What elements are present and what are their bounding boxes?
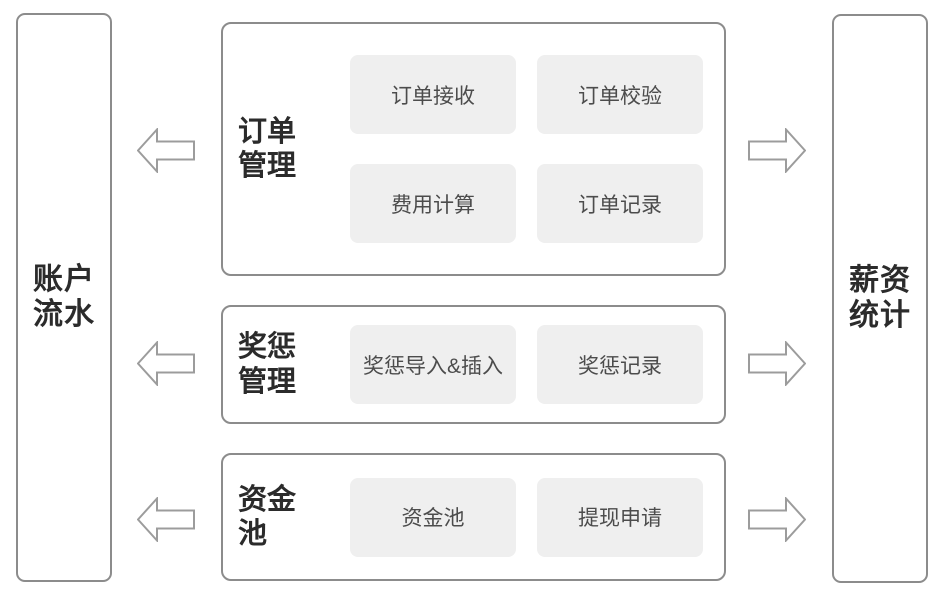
module-chip-withdraw-request: 提现申请 bbox=[537, 477, 703, 557]
group-order-management: 订单 管理 订单接收 订单校验 费用计算 订单记录 bbox=[221, 22, 726, 276]
module-chip-order-receive: 订单接收 bbox=[350, 55, 516, 134]
account-flow-panel: 账户 流水 bbox=[16, 13, 112, 582]
salary-stats-panel: 薪资 统计 bbox=[832, 14, 928, 583]
account-flow-line-1: 账户 bbox=[33, 263, 95, 296]
group-title-line-2: 管理 bbox=[238, 150, 297, 182]
group-title-line-2: 池 bbox=[238, 518, 268, 550]
module-chip-fee-calc: 费用计算 bbox=[350, 164, 516, 243]
module-chip-reward-record: 奖惩记录 bbox=[537, 325, 703, 404]
group-title-line-2: 管理 bbox=[238, 365, 297, 398]
group-title-line-1: 资金 bbox=[238, 483, 297, 516]
group-reward-punishment-title: 奖惩 管理 bbox=[223, 330, 350, 398]
salary-stats-line-2: 统计 bbox=[849, 298, 911, 332]
right-arrow-icon bbox=[748, 341, 806, 386]
module-chip-order-record: 订单记录 bbox=[537, 164, 703, 243]
salary-stats-line-1: 薪资 bbox=[849, 264, 911, 297]
module-chip-reward-import: 奖惩导入&插入 bbox=[350, 325, 516, 404]
account-flow-label: 账户 流水 bbox=[33, 263, 95, 332]
left-arrow-icon bbox=[137, 128, 195, 173]
group-title-line-1: 奖惩 bbox=[238, 331, 297, 364]
salary-stats-label: 薪资 统计 bbox=[849, 264, 911, 333]
left-arrow-icon bbox=[137, 497, 195, 542]
module-chip-order-verify: 订单校验 bbox=[537, 55, 703, 134]
group-fund-pool-items: 资金池 提现申请 bbox=[350, 477, 705, 557]
group-reward-punishment-items: 奖惩导入&插入 奖惩记录 bbox=[350, 325, 705, 404]
account-flow-line-2: 流水 bbox=[33, 297, 95, 331]
group-fund-pool: 资金 池 资金池 提现申请 bbox=[221, 453, 726, 581]
group-order-management-title: 订单 管理 bbox=[223, 115, 350, 183]
left-arrow-icon bbox=[137, 341, 195, 386]
right-arrow-icon bbox=[748, 128, 806, 173]
right-arrow-icon bbox=[748, 497, 806, 542]
module-chip-fund-pool: 资金池 bbox=[350, 477, 516, 557]
group-fund-pool-title: 资金 池 bbox=[223, 483, 350, 551]
group-reward-punishment: 奖惩 管理 奖惩导入&插入 奖惩记录 bbox=[221, 305, 726, 424]
group-title-line-1: 订单 bbox=[238, 115, 297, 148]
group-order-management-items: 订单接收 订单校验 费用计算 订单记录 bbox=[350, 55, 705, 243]
